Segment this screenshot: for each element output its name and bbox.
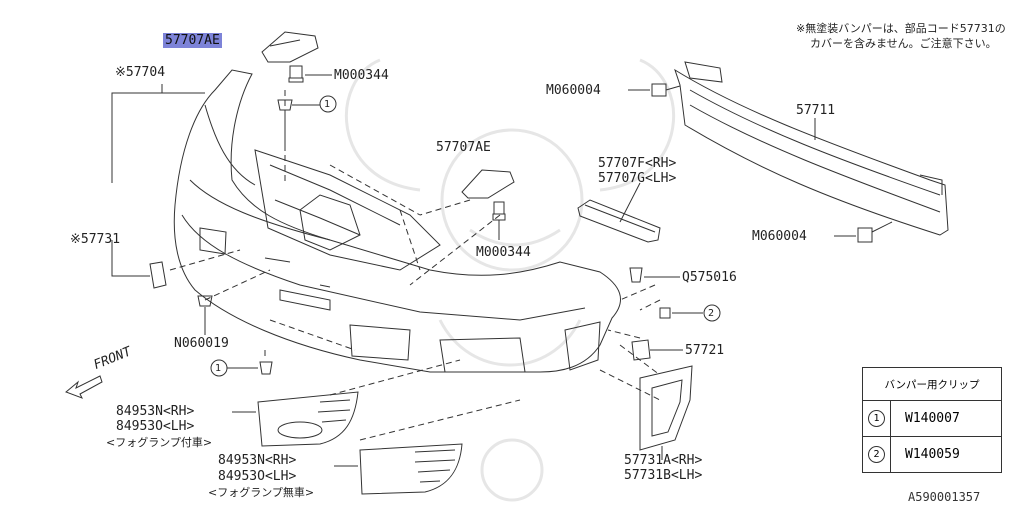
part-84953o-with-lamp[interactable]: 84953O<LH>: [116, 419, 195, 434]
part-m060004-top[interactable]: M060004: [546, 83, 601, 98]
cover-57731: [111, 240, 167, 289]
clip-table-num-cell: 2: [863, 437, 891, 472]
part-m000344-mid[interactable]: M000344: [476, 245, 531, 260]
clip-table-row: 1 W140007: [863, 401, 1001, 436]
diagram-reference-number: A590001357: [908, 490, 981, 504]
part-m060004-bottom[interactable]: M060004: [752, 229, 807, 244]
clip-table-num-cell: 1: [863, 401, 891, 436]
bolt-m060004-bottom: [834, 221, 893, 243]
clip-table-row: 2 W140059: [863, 436, 1001, 472]
note-without-fog-lamp: <フォグランプ無車>: [208, 486, 315, 499]
part-57731a[interactable]: 57731A<RH>: [624, 453, 703, 468]
clip-1-lower: [210, 359, 273, 377]
side-cover-57731ab: [639, 365, 693, 460]
part-84953o-without-lamp[interactable]: 84953O<LH>: [218, 469, 297, 484]
reinforcement-57711: [674, 61, 949, 236]
part-57721[interactable]: 57721: [685, 343, 725, 358]
part-57704[interactable]: ※57704: [115, 65, 166, 80]
note-with-fog-lamp: <フォグランプ付車>: [106, 436, 213, 449]
clip-number-2: 2: [868, 446, 885, 463]
part-57711[interactable]: 57711: [796, 103, 836, 118]
clip-1-upper-marker: 1: [324, 99, 331, 110]
clip-code-w140007[interactable]: W140007: [905, 411, 960, 426]
watermark-emblem: [344, 58, 676, 502]
fastener-n060019: [197, 295, 213, 335]
part-57707g[interactable]: 57707G<LH>: [598, 171, 677, 186]
bracket-57707ae-mid: [461, 169, 515, 199]
part-57731b[interactable]: 57731B<LH>: [624, 468, 703, 483]
retainer-57721: [631, 339, 683, 361]
clip-q575016: [629, 267, 680, 283]
fog-grille-without-lamp: [334, 443, 463, 495]
bumper-cover-drawing: [173, 69, 621, 373]
part-57707ae-top[interactable]: 57707AE: [163, 33, 222, 48]
part-q575016[interactable]: Q575016: [682, 270, 737, 285]
part-84953n-without-lamp[interactable]: 84953N<RH>: [218, 453, 297, 468]
bolt-m060004-top: [628, 83, 681, 97]
clip-number-1: 1: [868, 410, 885, 427]
fog-grille-with-lamp: [232, 391, 359, 447]
part-84953n-with-lamp[interactable]: 84953N<RH>: [116, 404, 195, 419]
part-57707f[interactable]: 57707F<RH>: [598, 156, 677, 171]
clip-table: バンパー用クリップ 1 W140007 2 W140059: [862, 367, 1002, 473]
note-line-2: カバーを含みません。ご注意下さい。: [810, 37, 997, 50]
clip-1-upper: [277, 95, 337, 113]
note-line-1: ※無塗装バンパーは、部品コード57731の: [796, 22, 1006, 35]
part-57707ae-top-highlight[interactable]: 57707AE: [163, 33, 222, 48]
bolt-m000344-mid: [492, 201, 506, 240]
clip-code-w140059[interactable]: W140059: [905, 447, 960, 462]
part-57731[interactable]: ※57731: [70, 232, 121, 247]
clip-2-marker: 2: [708, 308, 715, 319]
bolt-m000344-top: [288, 65, 332, 83]
bracket-57707fg: [577, 182, 661, 243]
clip-2: [659, 304, 721, 322]
leader-57704: [111, 92, 205, 183]
front-arrow: [65, 375, 103, 399]
part-m000344-top[interactable]: M000344: [334, 68, 389, 83]
clip-table-header: バンパー用クリップ: [863, 368, 1001, 401]
clip-1-lower-marker: 1: [215, 363, 222, 374]
part-n060019[interactable]: N060019: [174, 336, 229, 351]
part-57707ae-mid[interactable]: 57707AE: [436, 140, 491, 155]
bracket-57707ae-top: [261, 31, 319, 63]
